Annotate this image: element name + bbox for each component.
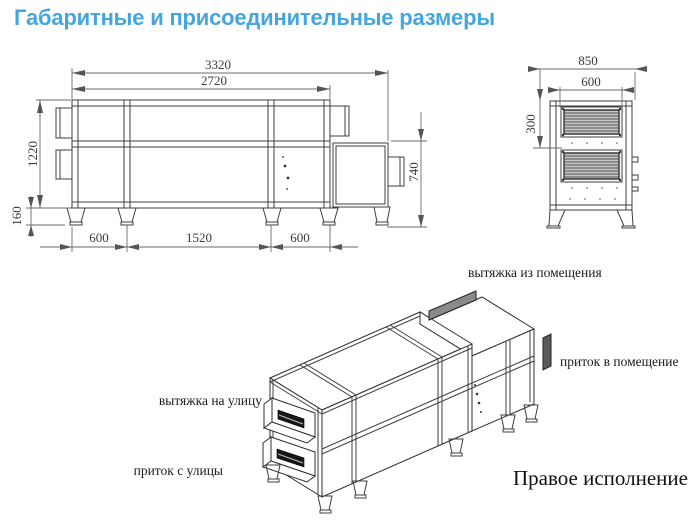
dim-segment-left: 600 xyxy=(89,230,109,245)
page-title: Габаритные и присоединительные размеры xyxy=(14,5,495,30)
label-supply-to-room: приток в помещение xyxy=(560,354,678,369)
dim-foot-height: 160 xyxy=(9,206,24,226)
dim-grille-width: 600 xyxy=(581,74,601,89)
front-view: 3320 2720 1220 160 600 1520 600 xyxy=(9,57,427,252)
side-view-upper-grille xyxy=(560,106,623,138)
label-exhaust-from-room: вытяжка из помещения xyxy=(468,265,602,280)
label-exhaust-to-outside: вытяжка на улицу xyxy=(159,393,262,408)
iso-indicator-dots xyxy=(474,384,482,413)
dim-overall-depth: 850 xyxy=(578,53,598,68)
side-view-lower-grille xyxy=(560,149,623,183)
label-supply-from-outside: приток с улицы xyxy=(134,463,223,478)
iso-labels: вытяжка из помещения приток в помещение … xyxy=(134,265,688,490)
front-view-body-frame xyxy=(71,99,331,209)
front-view-feet xyxy=(66,206,391,226)
dim-body-length: 2720 xyxy=(201,73,227,88)
front-view-duct-flanges xyxy=(55,105,405,187)
iso-upper-hood xyxy=(262,397,317,444)
label-variant: Правое исполнение xyxy=(513,466,688,490)
dim-right-section-height: 740 xyxy=(406,162,421,182)
dim-body-height: 1220 xyxy=(25,141,40,167)
isometric-view: вытяжка из помещения приток в помещение … xyxy=(134,265,688,514)
front-view-right-section xyxy=(332,142,389,208)
dim-segment-right: 600 xyxy=(290,230,310,245)
front-view-indicator-dots xyxy=(282,156,290,190)
dim-segment-middle: 1520 xyxy=(186,230,212,245)
dim-overall-length: 3320 xyxy=(205,57,231,72)
side-view: 850 600 300 xyxy=(523,53,647,229)
side-view-hinges xyxy=(631,156,639,192)
iso-frame-lines xyxy=(269,315,535,495)
side-view-feet xyxy=(546,209,636,229)
side-view-dimensions: 850 600 300 xyxy=(523,53,647,149)
dim-grille-offset: 300 xyxy=(523,114,538,134)
exhaust-duct-flange xyxy=(428,290,477,321)
supply-duct-flange xyxy=(542,333,552,371)
front-view-dimensions: 3320 2720 1220 160 600 1520 600 xyxy=(9,57,427,252)
iso-feet xyxy=(265,404,539,514)
iso-lower-hood xyxy=(261,436,317,483)
side-view-rivets xyxy=(569,142,618,200)
side-view-body-frame xyxy=(549,100,633,211)
